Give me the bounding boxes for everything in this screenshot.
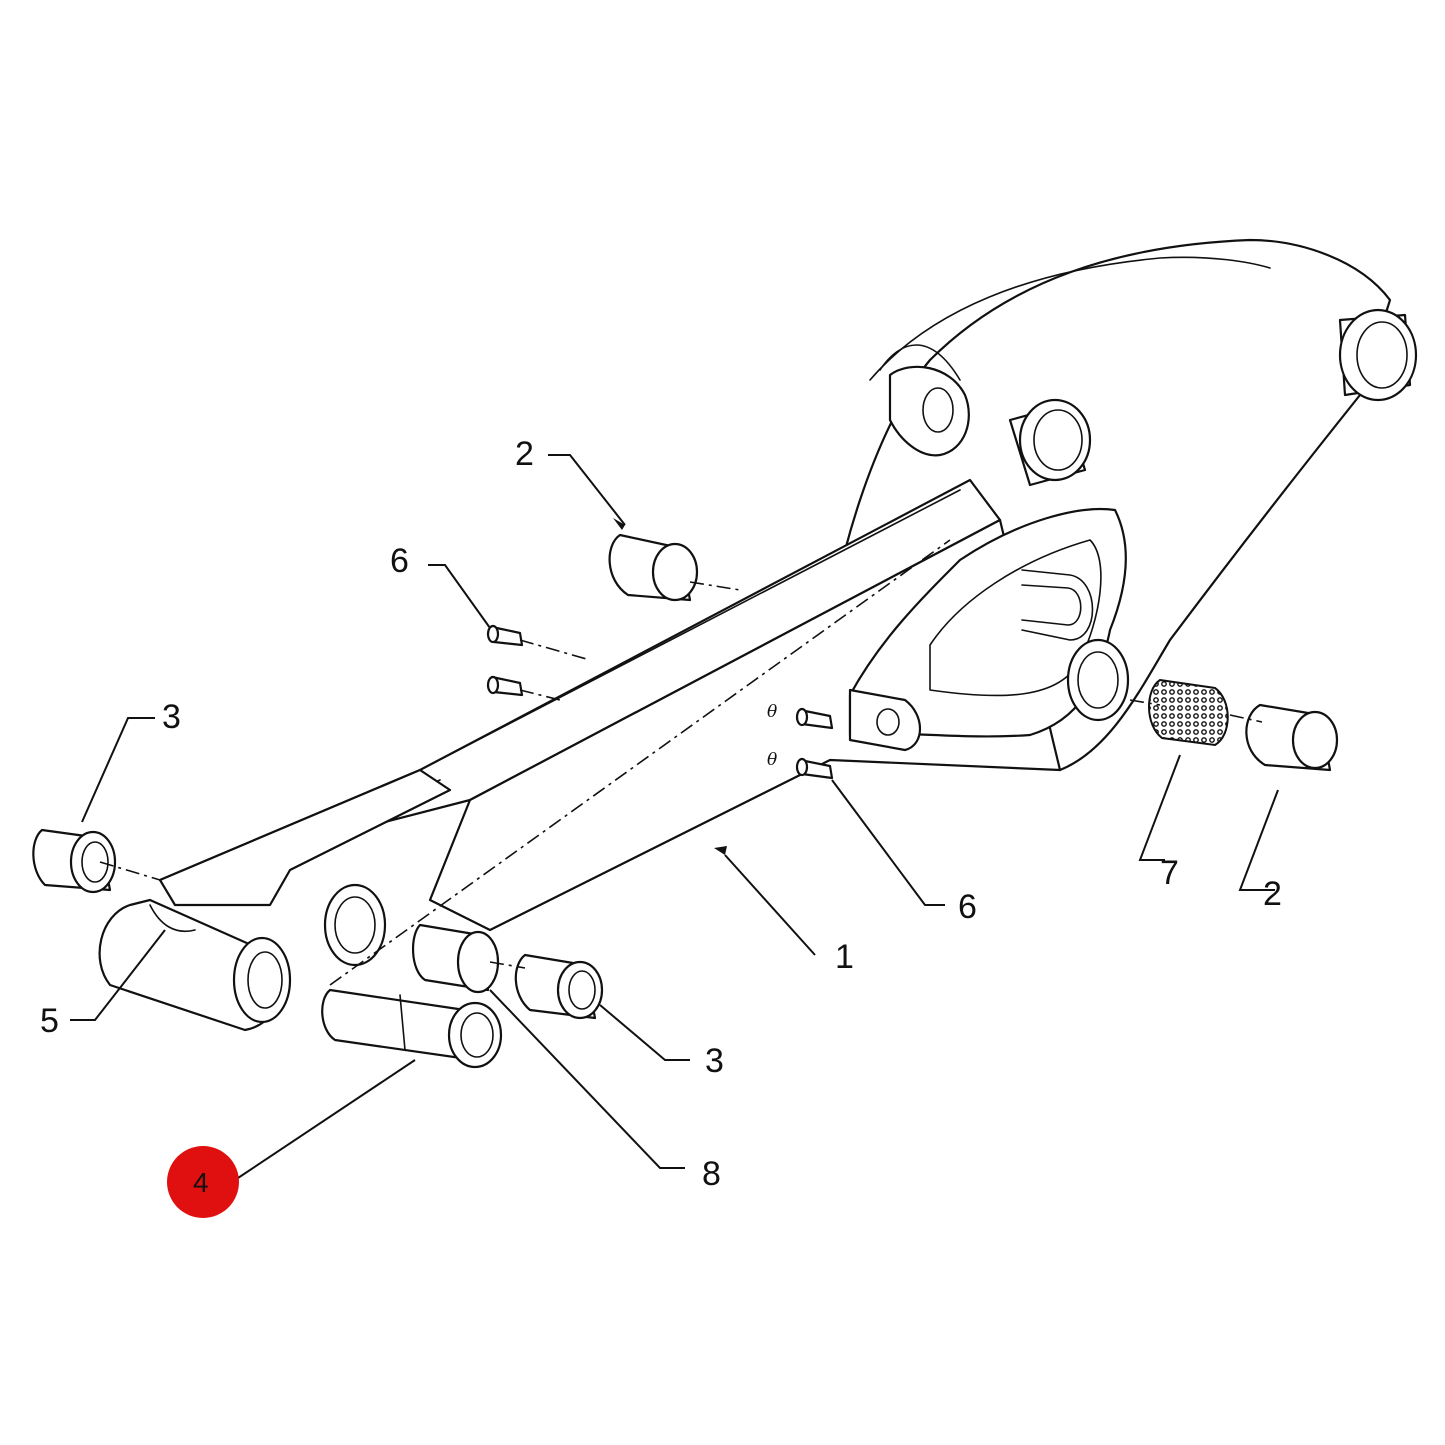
sleeve-part-4 (321, 988, 503, 1069)
theta-mark-2: θ (767, 750, 777, 770)
upper-pivot-bushing (1338, 308, 1418, 402)
bushing-2-lower (1245, 703, 1339, 772)
arch-mid-bushing (1008, 398, 1092, 487)
callout-2-upper: 2 (515, 435, 534, 473)
bolts-upper (486, 624, 524, 697)
bolts-lower (795, 707, 834, 780)
callout-5: 5 (40, 1002, 59, 1040)
callout-6-lower: 6 (958, 888, 977, 926)
theta-mark-1: θ (767, 702, 777, 722)
front-cross-tube (98, 898, 292, 1032)
bushing-3-left (32, 828, 117, 894)
mesh-bushing-part-7 (1148, 678, 1229, 747)
swing-arm-body (158, 238, 1392, 932)
leader-lines (70, 454, 1279, 1181)
bushing-3-right (514, 953, 604, 1020)
spacer-part-8 (411, 923, 500, 994)
callout-3-right: 3 (705, 1042, 724, 1080)
callout-3-left: 3 (162, 698, 181, 736)
callout-6-upper: 6 (390, 542, 409, 580)
callout-8: 8 (702, 1155, 721, 1193)
bushing-2-upper (608, 533, 699, 602)
callout-4-highlight: 4 (167, 1146, 239, 1218)
callout-4: 4 (193, 1167, 209, 1198)
assembly-centerlines (99, 539, 1263, 986)
callout-1: 1 (835, 938, 854, 976)
callout-7: 7 (1160, 854, 1179, 892)
callout-2-lower: 2 (1263, 875, 1282, 913)
front-pivot-boss (323, 883, 387, 967)
callout-labels: 1 2 2 3 3 4 5 6 6 7 8 θ θ (40, 435, 1282, 1218)
